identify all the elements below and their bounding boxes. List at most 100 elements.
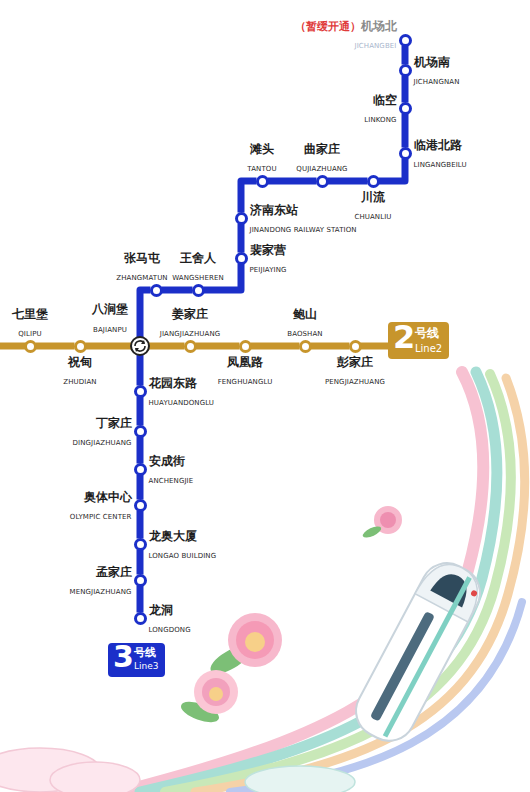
station-circle: （暂缓开通）机场北JICHANGBEI [399,34,412,47]
station-label: 姜家庄JIANGJIAZHUANG [160,304,221,341]
station-circle: 机场南JICHANGNAN [399,64,412,77]
line-badge: 3号线Line3 [108,643,165,677]
station-name: 川流 [361,191,385,205]
label-row: JICHANGNAN [414,70,460,88]
station-label: 祝甸 ZHUDIAN [63,352,96,389]
station-label: 机场南JICHANGNAN [414,52,460,89]
station-label: 花园东路HUAYUANDONGLU [149,373,215,410]
label-row: 川流 [354,187,391,205]
label-row: （暂缓开通）机场北 [295,16,397,34]
station-name: 临港北路 [414,139,462,153]
station-label: 凤凰路FENGHUANGLU [218,352,273,389]
station-label: 八涧堡BAJIANPU [92,299,128,336]
station-pinyin: LONGDONG [149,626,191,634]
station-name: 姜家庄 [172,308,208,322]
label-row: TANTOU [247,157,276,175]
station-name: 机场南 [414,56,450,70]
station-pinyin: DINGJIAZHUANG [73,439,132,447]
line-number: 3 [113,642,134,672]
station-pinyin: ZHUDIAN [63,378,96,386]
station-label: 奥体中心 OLYMPIC CENTER [70,487,132,524]
station-pinyin: WANGSHEREN [172,274,224,282]
label-row: LONGAO BUILDING [149,544,217,562]
track-segment [251,343,300,350]
station-pinyin: OLYMPIC CENTER [70,513,132,521]
station-name: 花园东路 [149,377,197,391]
station-pinyin: QILIPU [18,330,41,338]
station-name: 王舍人 [180,252,216,266]
station-pinyin: TANTOU [247,165,276,173]
station-circle: 临空LINKONG [399,102,412,115]
label-row: 花园东路 [149,373,215,391]
station-label: 龙洞LONGDONG [149,600,191,637]
track-segment [328,178,368,185]
station-pinyin: JINANDONG RAILWAY STATION [250,226,357,234]
track-segment [137,475,144,500]
station-circle: 王舍人WANGSHEREN [192,284,205,297]
track-segment [196,343,240,350]
station-name: 奥体中心 [84,491,132,505]
station-label: 丁家庄DINGJIAZHUANG [73,413,132,450]
station-label: 川流CHUANLIU [354,187,391,224]
station-label: 鲍山BAOSHAN [287,304,322,341]
station-circle: 祝甸ZHUDIAN [74,340,87,353]
label-row: QUJIAZHUANG [296,157,347,175]
cloud [0,748,355,792]
track-segment [140,290,151,337]
label-row: 奥体中心 [70,487,132,505]
station-label: 滩头TANTOU [247,139,276,176]
label-row: ZHANGMATUN [116,266,167,284]
station-circle: 龙奥大厦LONGAO BUILDING [134,538,147,551]
station-name: 孟家庄 [96,566,132,580]
label-row: FENGHUANGLU [218,370,273,388]
station-name: （暂缓开通） [295,21,361,34]
station-label: 龙奥大厦LONGAO BUILDING [149,526,217,563]
station-circle: 济南东站JINANDONG RAILWAY STATION [235,212,248,225]
track-segment [149,343,185,350]
station-label: 王舍人 WANGSHEREN [172,248,224,285]
label-row: LINGANGBEILU [414,153,467,171]
station-pinyin: LINGANGBEILU [414,161,467,169]
station-circle: 川流CHUANLIU [367,175,380,188]
label-row: 祝甸 [63,352,96,370]
station-name: 祝甸 [68,356,92,370]
track-swoosh [120,372,525,792]
station-pinyin: MENGJIAZHUANG [70,588,132,596]
label-row: 鲍山 [287,304,322,322]
station-pinyin: ANCHENGJIE [149,477,194,485]
station-circle: 龙洞LONGDONG [134,612,147,625]
station-circle: 滩头TANTOU [256,175,269,188]
interchange-icon [132,338,148,354]
line-number: 2 [393,321,415,353]
station-circle: 孟家庄MENGJIAZHUANG [134,574,147,587]
track-segment [137,550,144,575]
track-segment [137,586,144,613]
station-circle: 张马屯ZHANGMATUN [150,284,163,297]
station-circle: 鲍山BAOSHAN [299,340,312,353]
station-label: 彭家庄PENGJIAZHUANG [325,352,385,389]
train [347,554,489,750]
station-name: 临空 [373,94,397,108]
station-name: 济南东站 [250,204,298,218]
line-badge: 2号线Line2 [388,322,449,359]
line-name: Line3 [134,662,158,671]
label-row: 八涧堡 [92,299,128,317]
track-segment [86,343,132,350]
label-row: JIANGJIAZHUANG [160,322,221,340]
station-name: 曲家庄 [304,143,340,157]
label-row: MENGJIAZHUANG [70,580,132,598]
label-row: WANGSHEREN [172,266,224,284]
station-pinyin: LONGAO BUILDING [149,552,217,560]
label-row: 机场南 [414,52,460,70]
label-row: QILIPU [12,322,48,340]
station-label: 七里堡QILIPU [12,304,48,341]
station-circle: 花园东路HUAYUANDONGLU [134,385,147,398]
station-circle: 安成街ANCHENGJIE [134,463,147,476]
label-row: CHUANLIU [354,205,391,223]
track-segment [36,343,75,350]
station-circle: 七里堡QILIPU [24,340,37,353]
station-name: 裴家营 [250,244,286,258]
label-row: BAOSHAN [287,322,322,340]
station-pinyin: FENGHUANGLU [218,378,273,386]
